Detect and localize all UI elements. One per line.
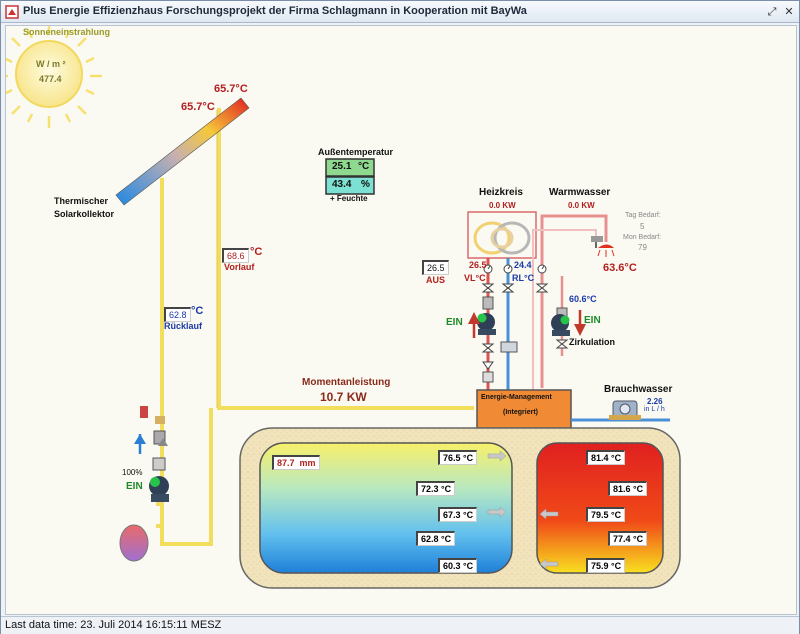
energy-management-title: Energie-Management bbox=[481, 394, 552, 401]
solar-pump-percent: 100% bbox=[122, 468, 143, 477]
momentan-value: 10.7 KW bbox=[320, 390, 367, 404]
solar-collector bbox=[115, 97, 250, 206]
tank-right-temp-2: 81.6 °C bbox=[608, 481, 648, 496]
diagram-graphics bbox=[6, 26, 681, 589]
tank-left-temp-3: 67.3 °C bbox=[438, 507, 478, 522]
solar-value: 477.4 bbox=[39, 74, 62, 84]
collector-temp-mid: 65.7°C bbox=[181, 101, 215, 113]
warmwasser-tag-label: Tag Bedarf: bbox=[625, 212, 661, 219]
tank-arrows bbox=[487, 450, 559, 570]
brauchwasser-label: Brauchwasser bbox=[604, 384, 673, 395]
ruecklauf-unit: °C bbox=[191, 305, 204, 317]
outdoor-heading: Außentemperatur bbox=[318, 147, 394, 157]
tank-right-temp-5: 75.9 °C bbox=[586, 558, 626, 573]
tank-right-temp-3: 79.5 °C bbox=[586, 507, 626, 522]
tank-left-temp-5: 60.3 °C bbox=[438, 558, 478, 573]
tank-right-temp-1: 81.4 °C bbox=[586, 450, 626, 465]
warmwasser-power: 0.0 KW bbox=[568, 201, 595, 210]
heizkreis-vl-value: 26.5 bbox=[469, 260, 487, 270]
heizkreis-aus-label: AUS bbox=[426, 275, 446, 285]
title-bar: Plus Energie Effizienzhaus Forschungspro… bbox=[1, 1, 799, 23]
heizkreis-valves bbox=[468, 264, 518, 383]
warmwasser-mon-value: 79 bbox=[638, 243, 647, 252]
solar-unit: W / m ² bbox=[36, 59, 66, 69]
close-icon[interactable]: ✕ bbox=[784, 6, 794, 18]
heizkreis-aus-value: 26.5 bbox=[422, 260, 449, 275]
collector-temp-top: 65.7°C bbox=[214, 83, 248, 95]
vorlauf-unit: °C bbox=[250, 246, 263, 258]
brauchwasser-unit: in L / h bbox=[644, 406, 665, 413]
heizkreis-status: EIN bbox=[446, 317, 463, 328]
sun-icon bbox=[6, 26, 102, 128]
collector-label-2: Solarkollektor bbox=[54, 209, 115, 219]
tank-left-level: 87.7 mm bbox=[272, 455, 320, 470]
solar-pipes bbox=[156, 108, 474, 546]
zirkulation-temp: 60.6°C bbox=[569, 294, 597, 304]
solar-pump-group bbox=[134, 406, 169, 502]
warmwasser-tag-value: 5 bbox=[640, 222, 645, 231]
heat-exchanger-icon bbox=[473, 221, 531, 255]
heizkreis-frame bbox=[467, 211, 537, 259]
outdoor-humidity-value: 43.4 bbox=[332, 179, 352, 190]
heizkreis-rl-value: 24.4 bbox=[514, 260, 532, 270]
expansion-vessel bbox=[119, 524, 149, 562]
outdoor-temp-value: 25.1 bbox=[332, 161, 352, 172]
ruecklauf-label: Rücklauf bbox=[164, 321, 203, 331]
tank-left-temp-1: 76.5 °C bbox=[438, 450, 478, 465]
plant-diagram: Sonneneinstrahlung W / m ² 477.4 65.7°C … bbox=[5, 25, 797, 615]
window-title: Plus Energie Effizienzhaus Forschungspro… bbox=[23, 5, 527, 17]
solar-heading: Sonneneinstrahlung bbox=[23, 27, 111, 37]
warmwasser-heading: Warmwasser bbox=[549, 187, 611, 198]
solar-pump-status: EIN bbox=[126, 481, 143, 492]
outdoor-temp-bg bbox=[325, 158, 375, 177]
outdoor-humidity-unit: % bbox=[361, 179, 370, 190]
warmwasser-mon-label: Mon Bedarf: bbox=[623, 234, 662, 241]
zirkulation-label: Zirkulation bbox=[569, 337, 616, 347]
collector-label-1: Thermischer bbox=[54, 196, 109, 206]
brauchwasser-value: 2.26 bbox=[647, 397, 663, 406]
restore-icon[interactable]: ⤢ bbox=[767, 6, 777, 18]
outdoor-humidity-bg bbox=[325, 176, 375, 195]
ruecklauf-value: 62.8 bbox=[164, 307, 191, 322]
zirkulation-status: EIN bbox=[584, 315, 601, 326]
energy-management-subtitle: (Integriert) bbox=[503, 409, 538, 416]
heizkreis-vl-label: VL°C bbox=[464, 273, 486, 283]
outdoor-temp-unit: °C bbox=[358, 161, 370, 172]
tank-left-temp-2: 72.3 °C bbox=[416, 481, 456, 496]
heizkreis-heading: Heizkreis bbox=[479, 187, 523, 198]
tank-left-temp-4: 62.8 °C bbox=[416, 531, 456, 546]
vorlauf-label: Vorlauf bbox=[224, 262, 255, 272]
vorlauf-value: 68.6 bbox=[222, 248, 249, 263]
warmwasser-temp: 63.6°C bbox=[603, 262, 637, 274]
shower-head-icon bbox=[598, 244, 614, 248]
water-meter-icon bbox=[609, 400, 641, 420]
outdoor-humidity-label: + Feuchte bbox=[330, 194, 368, 203]
tank-right-temp-4: 77.4 °C bbox=[608, 531, 648, 546]
status-bar: Last data time: 23. Juli 2014 16:15:11 M… bbox=[1, 616, 799, 634]
app-icon bbox=[5, 5, 19, 19]
warmwasser-pipes bbox=[532, 214, 615, 391]
heizkreis-power: 0.0 KW bbox=[489, 201, 516, 210]
heizkreis-rl-label: RL°C bbox=[512, 273, 535, 283]
momentan-label: Momentanleistung bbox=[302, 377, 391, 388]
